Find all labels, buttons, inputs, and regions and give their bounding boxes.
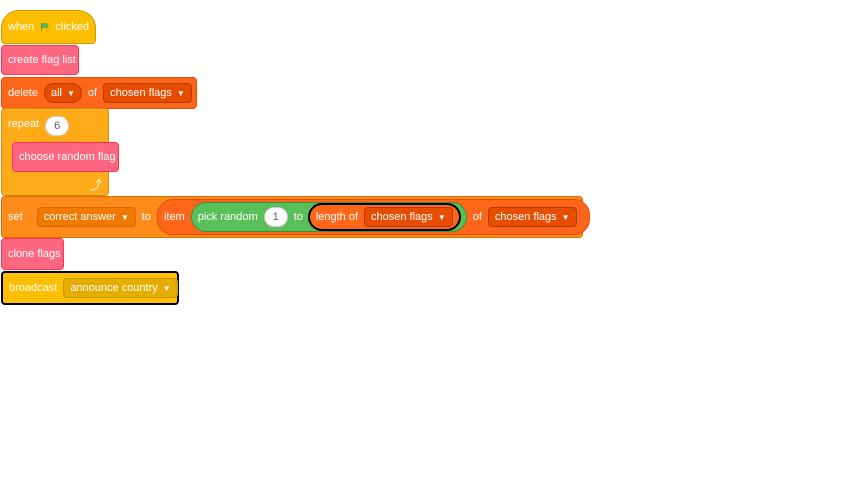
delete-index-dropdown[interactable]: all ▼ bbox=[43, 83, 82, 103]
length-list-value: chosen flags bbox=[371, 211, 433, 223]
variable-dropdown[interactable]: correct answer ▼ bbox=[36, 207, 136, 227]
delete-label: delete bbox=[8, 87, 38, 99]
item-label: item bbox=[163, 211, 185, 223]
set-label: set bbox=[8, 211, 23, 223]
repeat-count-input[interactable]: 6 bbox=[45, 116, 70, 136]
choose-random-flag-label: choose random flag bbox=[19, 151, 116, 163]
length-of-label: length of bbox=[315, 211, 359, 223]
broadcast-message-dropdown[interactable]: announce country ▼ bbox=[63, 278, 178, 298]
choose-random-flag-block[interactable]: choose random flag bbox=[12, 142, 119, 172]
repeat-label: repeat bbox=[8, 118, 40, 130]
length-of-list-reporter[interactable]: length of chosen flags ▼ bbox=[307, 203, 461, 231]
chevron-down-icon: ▼ bbox=[561, 212, 570, 222]
item-list-dropdown[interactable]: chosen flags ▼ bbox=[487, 207, 577, 227]
set-variable-block[interactable]: set correct answer ▼ to item pick random… bbox=[1, 196, 590, 238]
when-flag-clicked-block[interactable]: when clicked bbox=[1, 10, 96, 44]
broadcast-message-value: announce country bbox=[70, 282, 158, 294]
loop-arrow-icon: ⤴ bbox=[89, 178, 102, 192]
pick-random-reporter[interactable]: pick random 1 to length of chosen flags … bbox=[190, 202, 467, 232]
length-list-dropdown[interactable]: chosen flags ▼ bbox=[364, 207, 453, 227]
clone-flags-label: clone flags bbox=[8, 248, 61, 260]
pick-random-label: pick random bbox=[197, 211, 258, 223]
chevron-down-icon: ▼ bbox=[67, 88, 75, 98]
delete-index-value: all bbox=[50, 87, 62, 99]
broadcast-label: broadcast bbox=[9, 282, 58, 294]
chevron-down-icon: ▼ bbox=[176, 88, 185, 98]
chevron-down-icon: ▼ bbox=[162, 283, 171, 293]
broadcast-block[interactable]: broadcast announce country ▼ bbox=[1, 271, 179, 305]
item-of-list-reporter[interactable]: item pick random 1 to length of chosen f… bbox=[156, 199, 590, 235]
of-label: of bbox=[87, 87, 98, 99]
item-list-value: chosen flags bbox=[494, 211, 557, 223]
chevron-down-icon: ▼ bbox=[437, 212, 446, 222]
of-label: of bbox=[472, 211, 482, 223]
create-flag-list-label: create flag list bbox=[8, 54, 76, 66]
clicked-label: clicked bbox=[55, 21, 89, 33]
to-label: to bbox=[141, 211, 151, 223]
clone-flags-block[interactable]: clone flags bbox=[1, 238, 64, 270]
green-flag-icon bbox=[41, 23, 49, 31]
create-flag-list-block[interactable]: create flag list bbox=[1, 45, 79, 75]
delete-of-list-block[interactable]: delete all ▼ of chosen flags ▼ bbox=[1, 77, 197, 109]
variable-value: correct answer bbox=[43, 211, 116, 223]
delete-list-value: chosen flags bbox=[110, 87, 172, 99]
chevron-down-icon: ▼ bbox=[120, 212, 129, 222]
delete-list-dropdown[interactable]: chosen flags ▼ bbox=[103, 83, 192, 103]
random-to-label: to bbox=[293, 211, 303, 223]
random-from-input[interactable]: 1 bbox=[263, 207, 288, 227]
when-label: when bbox=[8, 21, 35, 33]
